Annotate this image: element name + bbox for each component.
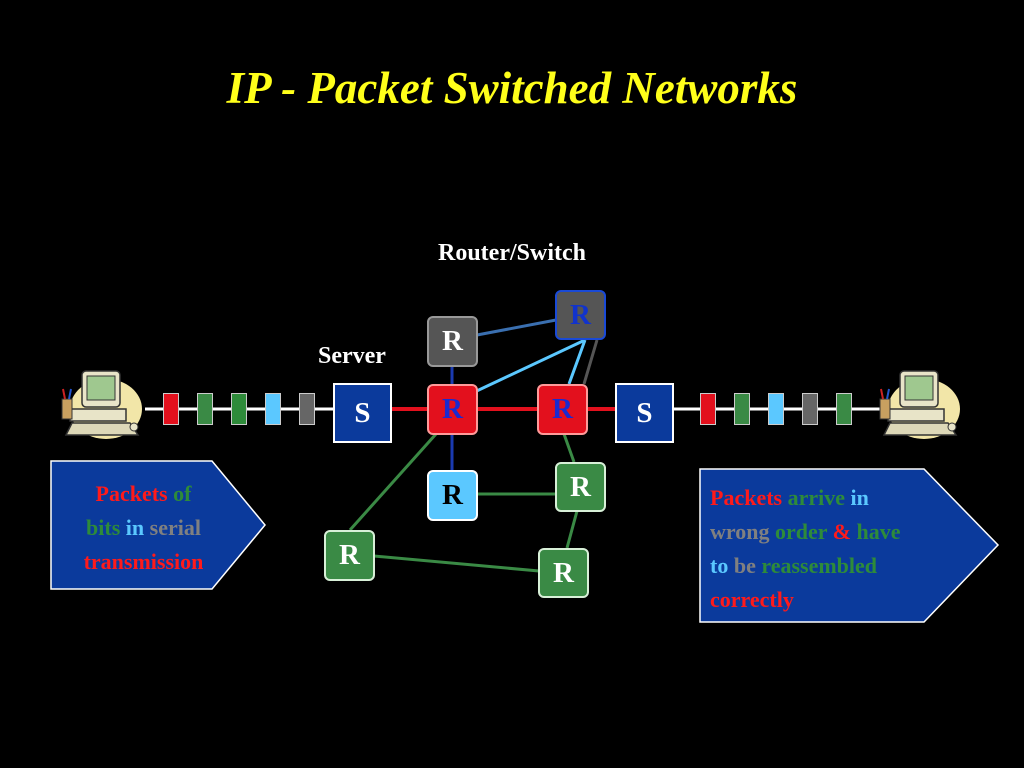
server-left-node: S — [333, 383, 392, 443]
callout-word: correctly — [710, 587, 794, 612]
callout-word: wrong — [710, 519, 775, 544]
slide-title: IP - Packet Switched Networks — [226, 63, 798, 113]
callout-line: to be reassembled — [710, 549, 970, 583]
callout-word: bits — [86, 515, 126, 540]
packet — [700, 393, 716, 425]
router-switch-label: Router/Switch — [438, 240, 586, 266]
link-greenleft-greenbottom — [373, 554, 540, 573]
router-green-bottom-node: R — [538, 548, 589, 598]
link-gray-top — [476, 318, 557, 337]
callout-word: have — [856, 519, 901, 544]
callout-left-shape — [50, 460, 266, 590]
callout-word: of — [173, 481, 192, 506]
computer-left-icon — [61, 370, 142, 439]
link-greenmid-greenbottom — [565, 510, 579, 549]
server-label: Server — [318, 343, 386, 369]
callout-line: bits in serial — [51, 511, 236, 545]
packet — [231, 393, 247, 425]
packet — [734, 393, 750, 425]
callout-word: & — [832, 519, 857, 544]
callout-line: correctly — [710, 583, 970, 617]
callout-word: in — [125, 515, 150, 540]
computer-right-icon — [879, 370, 960, 439]
packet — [836, 393, 852, 425]
server-right-node: S — [615, 383, 674, 443]
packet — [768, 393, 784, 425]
link-redleft-greenleft — [348, 432, 438, 532]
callout-line: Packets of — [51, 477, 236, 511]
callout-word: Packets — [710, 485, 788, 510]
router-red-right-node: R — [537, 384, 588, 435]
callout-word: reassembled — [761, 553, 878, 578]
router-green-left-node: R — [324, 530, 375, 581]
callout-right-shape — [699, 468, 1000, 623]
callout-word: in — [850, 485, 869, 510]
callout-word: serial — [149, 515, 201, 540]
packet — [802, 393, 818, 425]
packet — [163, 393, 179, 425]
link-top-redleft — [465, 338, 586, 398]
packet — [299, 393, 315, 425]
link-top-redright-gray — [582, 339, 599, 385]
router-light-node: R — [427, 470, 478, 521]
callout-line: wrong order & have — [710, 515, 970, 549]
link-redright-greenmid — [562, 433, 576, 463]
router-green-mid-node: R — [555, 462, 606, 512]
router-gray-node: R — [427, 316, 478, 367]
callout-line: Packets arrive in — [710, 481, 970, 515]
callout-word: Packets — [95, 481, 174, 506]
router-red-left-node: R — [427, 384, 478, 435]
link-top-redright — [567, 339, 587, 385]
packet — [197, 393, 213, 425]
callout-word: arrive — [787, 485, 851, 510]
callout-line: transmission — [51, 545, 236, 579]
callout-word: to — [710, 553, 734, 578]
callout-word: order — [775, 519, 833, 544]
callout-word: transmission — [83, 549, 204, 574]
callout-word: be — [733, 553, 762, 578]
packet — [265, 393, 281, 425]
router-top-node: R — [555, 290, 606, 340]
